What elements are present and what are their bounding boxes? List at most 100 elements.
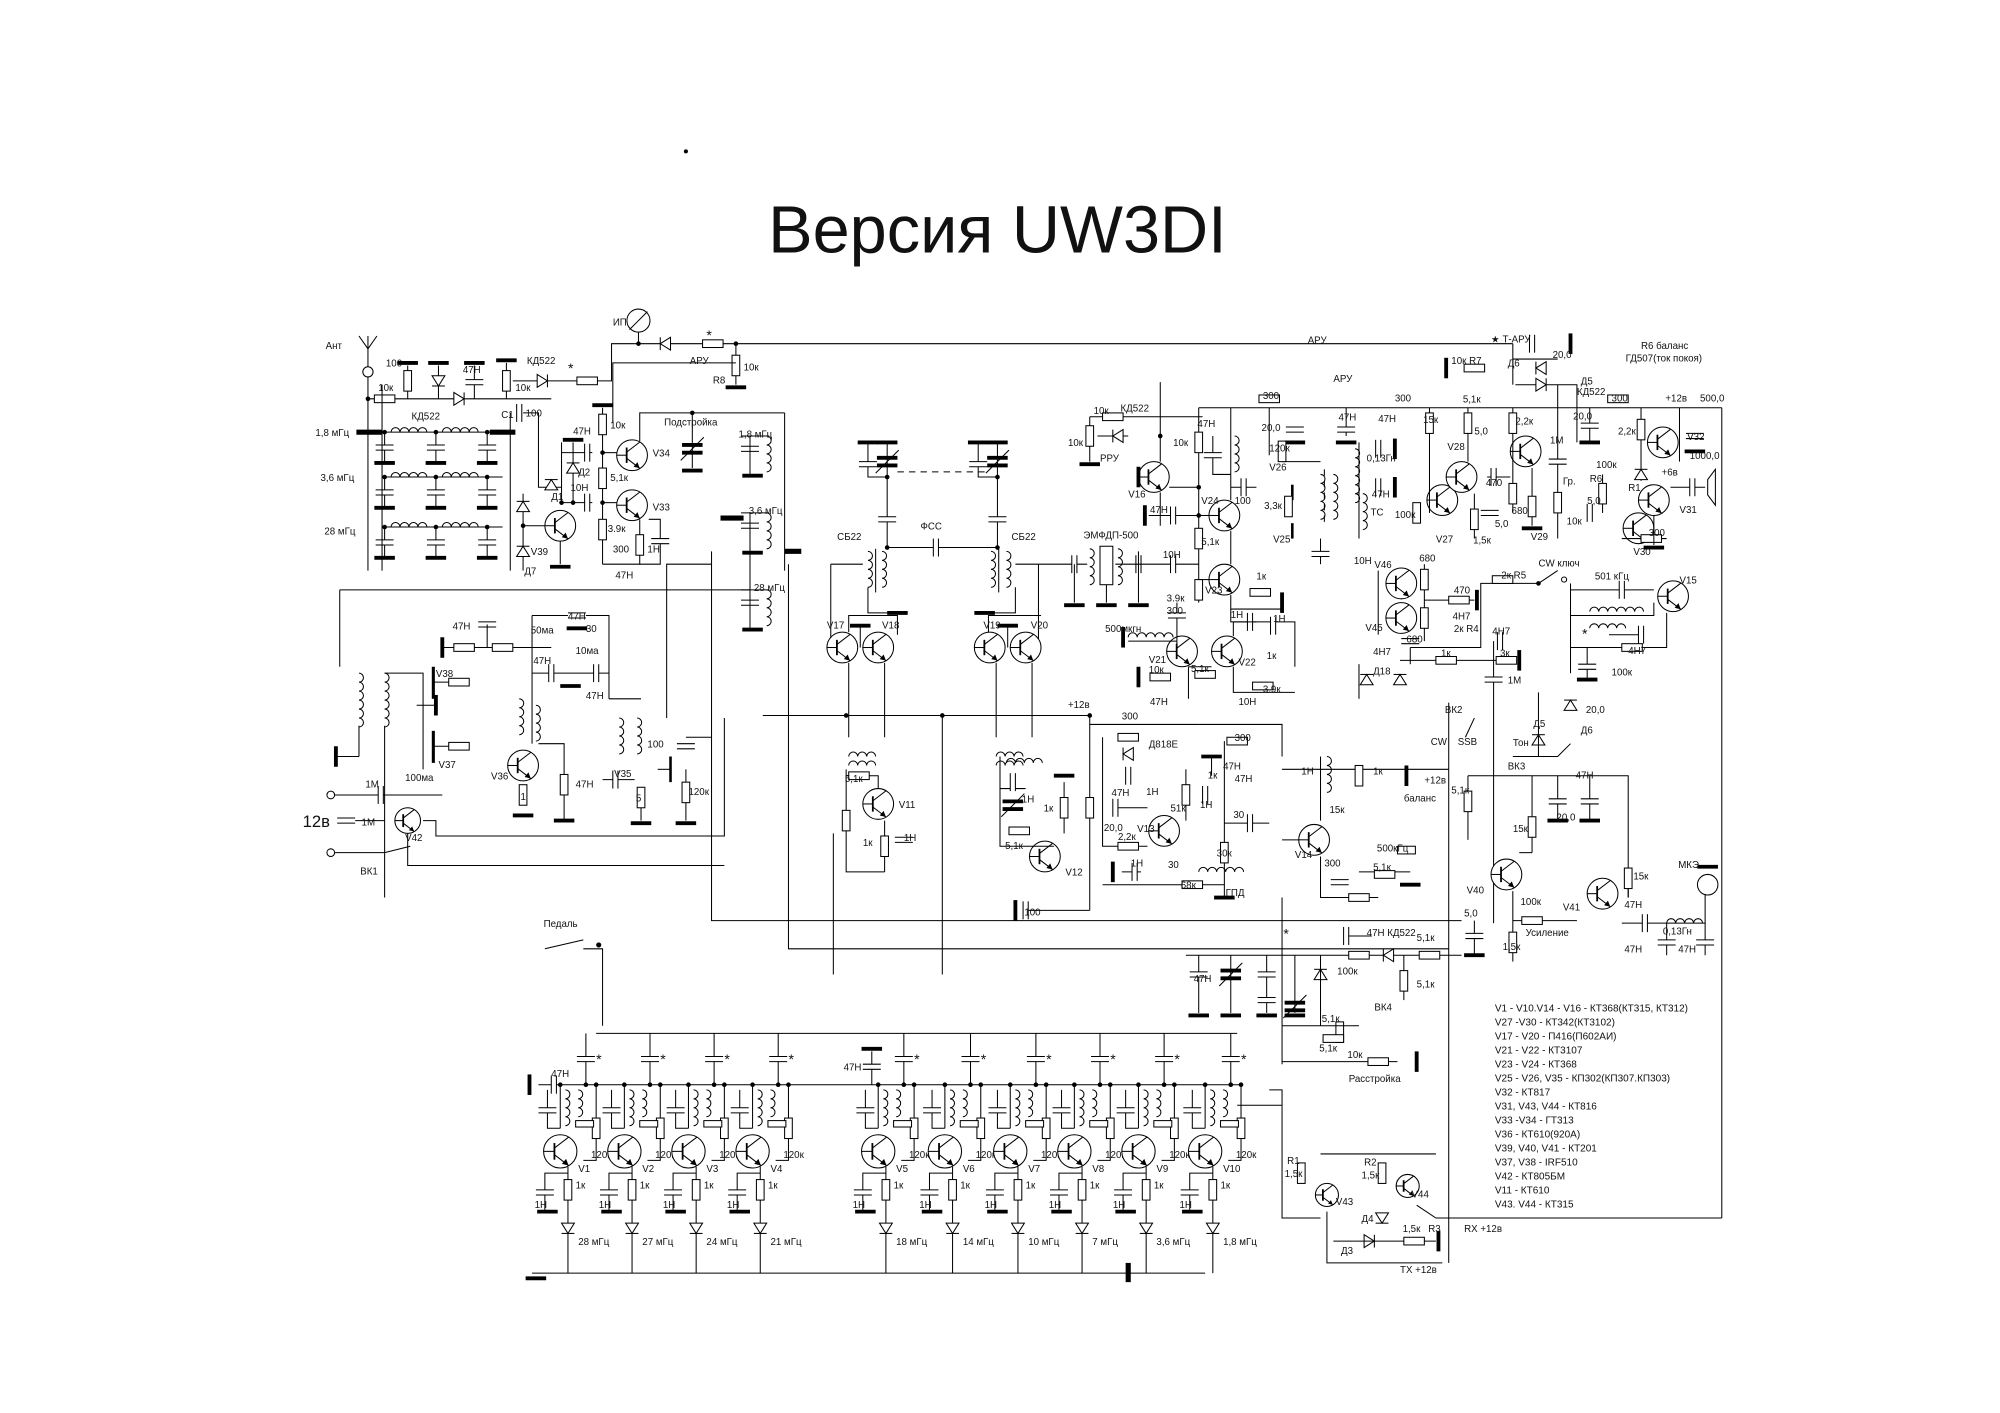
trim-star-label: * — [724, 1051, 730, 1067]
capacitor-gap — [538, 1107, 557, 1113]
component-label: 5,1к — [1322, 1014, 1341, 1025]
component-label: 501 кГц — [1595, 572, 1629, 583]
component-label: 1к — [1256, 572, 1266, 583]
transistor-arrow — [946, 1158, 954, 1166]
resistor-symbol — [1399, 970, 1409, 992]
resistor-symbol — [1354, 764, 1364, 787]
diode-symbol — [1122, 746, 1134, 762]
base-resistor-label: 120к — [1169, 1150, 1190, 1161]
capacitor-gap — [1480, 510, 1499, 516]
component-label: 470 — [1454, 586, 1471, 597]
wire — [1125, 1089, 1139, 1129]
wire — [1232, 621, 1296, 667]
diode-symbol — [565, 461, 581, 474]
resistor-symbol — [1640, 534, 1663, 543]
inductor-coil — [619, 717, 625, 755]
component-list-item: V27 -V30 - КТ342(КТ3102) — [1495, 1018, 1615, 1029]
resistor-symbol — [448, 741, 470, 751]
resistor-symbol — [1236, 1117, 1246, 1140]
inductor-coil — [1326, 755, 1332, 793]
resistor-symbol — [1085, 425, 1095, 447]
inductor-coil — [1015, 1089, 1021, 1127]
component-label: 4Н7 — [1628, 646, 1646, 657]
component-label: 1М — [1550, 436, 1564, 447]
component-label: 47Н — [453, 622, 471, 633]
resistor-symbol — [598, 518, 607, 541]
transistor-collector — [872, 790, 887, 802]
component-label: ФСС — [921, 522, 942, 533]
resistor-symbol — [559, 773, 569, 796]
component-label: V16 — [1128, 490, 1145, 501]
component-label: Д4 — [1362, 1214, 1375, 1225]
capacitor-gap — [478, 444, 497, 451]
capacitor-gap — [1241, 478, 1247, 497]
component-label: V34 — [653, 449, 671, 460]
component-label: 680 — [1406, 634, 1423, 645]
capacitor-gap — [1132, 862, 1138, 881]
component-label: 5,1к — [1417, 933, 1436, 944]
transistor-collector — [1657, 428, 1671, 440]
wire — [711, 551, 1462, 922]
inductor-coil — [1222, 1089, 1229, 1118]
component-label: 1Н — [1273, 614, 1285, 625]
inductor-coil — [881, 550, 888, 588]
capacitor-gap — [516, 403, 522, 422]
wire — [977, 442, 998, 478]
transistor-arrow — [561, 1158, 569, 1166]
junction-dot — [1202, 1082, 1208, 1088]
base-resistor-label: 120к — [1041, 1150, 1062, 1161]
wire — [1033, 1084, 1047, 1161]
emitter-cap-label: 1Н — [599, 1200, 611, 1211]
component-label: 1,8 мГц — [738, 429, 772, 440]
capacitor-gap — [1529, 334, 1535, 353]
transistor-arrow — [626, 1158, 633, 1166]
component-label: 47Н — [533, 656, 551, 667]
capacitor-gap — [705, 1056, 724, 1062]
resistor-symbol — [1463, 363, 1486, 373]
resistor-symbol — [502, 370, 511, 392]
junction-dot — [722, 1082, 727, 1088]
transistor-symbol — [1148, 814, 1180, 847]
transistor-label: V7 — [1028, 1164, 1040, 1175]
component-label: ВК1 — [360, 866, 378, 877]
transistor-arrow — [1315, 846, 1322, 853]
band-frequency-label: 21 мГц — [771, 1237, 802, 1248]
junction-dot — [382, 429, 387, 435]
resistor-symbol — [1435, 655, 1457, 665]
transistor-label: V6 — [963, 1164, 975, 1175]
transistor-arrow — [1225, 522, 1233, 529]
diode-symbol — [659, 336, 672, 352]
capacitor-gap — [853, 1189, 872, 1195]
capacitor-gap — [1285, 427, 1304, 433]
capacitor-gap — [894, 837, 913, 843]
base-resistor-label: 120к — [1236, 1150, 1257, 1161]
transistor-arrow — [633, 462, 640, 469]
wire — [612, 362, 736, 424]
crystal-symbol — [639, 1120, 659, 1128]
resistor-symbol — [1527, 816, 1537, 838]
inductor-coil — [766, 589, 772, 627]
inductor-coil — [358, 672, 364, 728]
capacitor-gap — [1548, 459, 1567, 465]
inductor-coil — [441, 427, 479, 433]
transistor-label: V8 — [1092, 1164, 1104, 1175]
component-label: 47Н — [1378, 414, 1396, 425]
transistor-collector — [1596, 880, 1611, 892]
capacitor-gap — [1026, 1056, 1045, 1062]
transistor-collector — [1395, 569, 1410, 581]
transistor-collector — [1221, 637, 1235, 649]
junction-dot — [559, 500, 564, 505]
component-label: 10к — [1094, 406, 1110, 417]
component-label: R6 баланс — [1641, 341, 1688, 352]
inductor-coil — [693, 1089, 699, 1127]
component-label: V45 — [1365, 623, 1382, 634]
transistor-label: V10 — [1223, 1164, 1241, 1175]
inductor-coil — [896, 1089, 902, 1118]
capacitor-gap — [567, 612, 586, 619]
resistor-symbol — [1077, 1179, 1087, 1201]
capacitor-gap — [426, 489, 445, 495]
component-label: V37 — [438, 760, 455, 771]
component-label: 500мкгн — [1105, 624, 1141, 635]
band-frequency-label: 14 мГц — [963, 1237, 994, 1248]
resistor-symbol — [373, 394, 396, 404]
